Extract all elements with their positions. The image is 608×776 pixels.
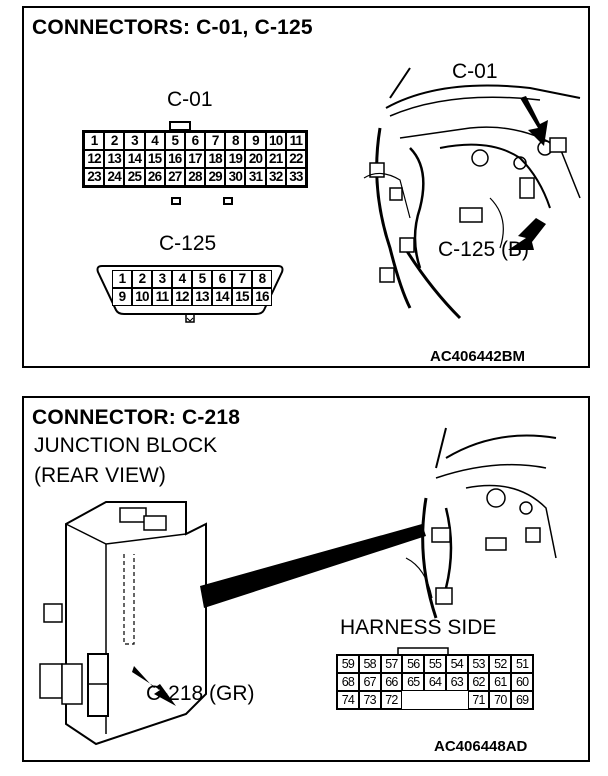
connector-pin: 22 [285, 150, 306, 168]
connector-pin: 8 [225, 132, 246, 150]
connector-pin: 71 [467, 691, 490, 709]
connector-pin: 72 [380, 691, 403, 709]
connector-pin: 1 [84, 132, 105, 150]
figure-code: AC406442BM [430, 348, 526, 365]
connector-pin: 59 [337, 655, 359, 673]
connector-pin: 27 [164, 168, 185, 186]
connector-pin: 15 [232, 288, 252, 306]
connector-pin: 17 [184, 150, 206, 168]
connector-pin: 25 [124, 168, 145, 186]
connector-pin-empty [424, 691, 446, 709]
connector-pin: 6 [212, 270, 232, 288]
connector-pin: 52 [489, 655, 512, 673]
connector-pin: 10 [265, 132, 286, 150]
connector-pin: 1 [112, 270, 132, 288]
connector-pin: 29 [205, 168, 226, 186]
connector-pin: 26 [144, 168, 165, 186]
connector-pin: 55 [424, 655, 446, 673]
connector-pin: 21 [265, 150, 286, 168]
junction-block-illustration [39, 501, 207, 746]
connector-pin: 28 [184, 168, 206, 186]
connector-pin: 24 [104, 168, 125, 186]
connector-pin: 14 [124, 150, 145, 168]
connector-pin: 11 [285, 132, 306, 150]
connector-pin: 58 [358, 655, 381, 673]
callout-c125: C-125 (B) [438, 238, 530, 261]
connector-pin: 15 [144, 150, 165, 168]
dashboard-harness-illustration [363, 67, 581, 320]
connector-pin: 54 [445, 655, 468, 673]
connector-pin: 68 [337, 673, 359, 691]
connector-pin: 2 [132, 270, 152, 288]
connector-pin: 6 [184, 132, 206, 150]
connector-pin: 16 [164, 150, 185, 168]
panel-title: CONNECTORS: C-01, C-125 [32, 16, 313, 39]
connector-pin: 31 [245, 168, 266, 186]
connector-pin-empty [402, 691, 424, 709]
panel-connector-c218: CONNECTOR: C-218 JUNCTION BLOCK (REAR VI… [22, 396, 590, 762]
connector-pin: 4 [172, 270, 192, 288]
harness-side-label: HARNESS SIDE [340, 616, 497, 639]
connector-pin: 23 [84, 168, 105, 186]
figure-code: AC406448AD [434, 738, 528, 755]
connector-pin: 64 [424, 673, 446, 691]
connector-pin: 9 [245, 132, 266, 150]
connector-pin: 13 [104, 150, 125, 168]
connector-pin: 60 [511, 673, 533, 691]
connector-pin: 3 [124, 132, 145, 150]
connector-pin: 3 [152, 270, 172, 288]
connector-pin: 19 [225, 150, 246, 168]
connector-pin: 57 [380, 655, 403, 673]
connector-pin: 16 [252, 288, 272, 306]
connector-pin: 30 [225, 168, 246, 186]
connector-pin: 63 [445, 673, 468, 691]
connector-pin: 61 [489, 673, 512, 691]
connector-pin: 9 [112, 288, 132, 306]
connector-pin: 33 [285, 168, 306, 186]
connector-pin: 8 [252, 270, 272, 288]
callout-c218: C-218 (GR) [146, 682, 255, 705]
connector-pin: 67 [358, 673, 381, 691]
connector-pin: 13 [192, 288, 212, 306]
connector-c01-housing [169, 121, 233, 205]
connector-pin: 2 [104, 132, 125, 150]
connector-pin: 53 [467, 655, 490, 673]
connector-pin: 65 [402, 673, 425, 691]
connector-pin: 73 [358, 691, 381, 709]
connector-pin: 10 [132, 288, 152, 306]
connector-pin: 4 [144, 132, 165, 150]
subtitle-rear-view: (REAR VIEW) [34, 464, 166, 487]
connector-pin: 32 [265, 168, 286, 186]
connector-pin: 66 [380, 673, 403, 691]
connector-pin: 14 [212, 288, 232, 306]
connector-pin: 7 [205, 132, 226, 150]
connector-c01-label: C-01 [167, 88, 213, 111]
connector-pin: 5 [164, 132, 185, 150]
connector-pin: 51 [511, 655, 533, 673]
connector-pin: 12 [172, 288, 192, 306]
connector-pin: 18 [205, 150, 226, 168]
connector-pin-empty [446, 691, 468, 709]
connector-pin: 69 [511, 691, 533, 709]
connector-c125-label: C-125 [159, 232, 217, 255]
connector-pin: 7 [232, 270, 252, 288]
callout-c01: C-01 [452, 60, 498, 83]
connector-pin: 74 [337, 691, 359, 709]
connector-pin: 62 [467, 673, 490, 691]
connector-pin: 5 [192, 270, 212, 288]
connector-pin: 12 [84, 150, 105, 168]
connector-pin: 56 [402, 655, 425, 673]
connector-pin: 11 [152, 288, 172, 306]
subtitle-junction-block: JUNCTION BLOCK [34, 434, 218, 457]
connector-pin: 70 [489, 691, 512, 709]
connector-pin: 20 [245, 150, 266, 168]
panel-title: CONNECTOR: C-218 [32, 406, 241, 429]
dashboard-harness-illustration [200, 427, 557, 619]
